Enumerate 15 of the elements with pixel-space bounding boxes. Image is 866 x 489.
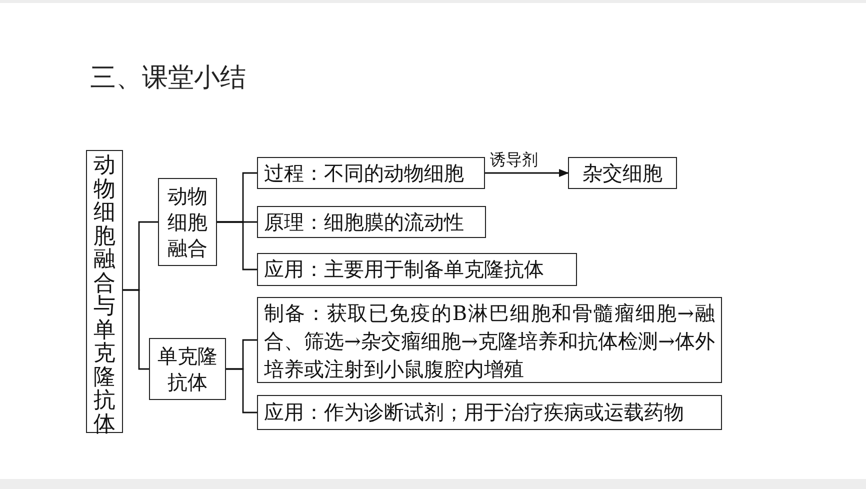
- principle-box: 原理：细胞膜的流动性: [257, 206, 486, 238]
- process-box: 过程：不同的动物细胞: [257, 157, 485, 189]
- application-box: 应用：主要用于制备单克隆抗体: [257, 253, 577, 286]
- branch-box: 动物细胞融合: [158, 178, 217, 266]
- application-box: 应用：作为诊断试剂；用于治疗疾病或运载药物: [257, 395, 722, 430]
- arrow: [485, 169, 569, 177]
- slide-title: 三、课堂小结: [90, 62, 246, 95]
- branch-box: 单克隆抗体: [149, 338, 226, 400]
- result-box: 杂交细胞: [568, 157, 677, 189]
- edge-label: 诱导剂: [490, 151, 538, 169]
- topic-box: 动物细胞融合与单克隆抗体: [86, 150, 123, 433]
- preparation-box: 制备：获取已免疫的B淋巴细胞和骨髓瘤细胞→融合、筛选→杂交瘤细胞→克隆培养和抗体检测→体外培养或注射到小鼠腹腔内增殖: [257, 297, 722, 383]
- connector-line: [226, 368, 257, 414]
- connector-line: [123, 289, 149, 370]
- connector-line: [217, 221, 257, 270]
